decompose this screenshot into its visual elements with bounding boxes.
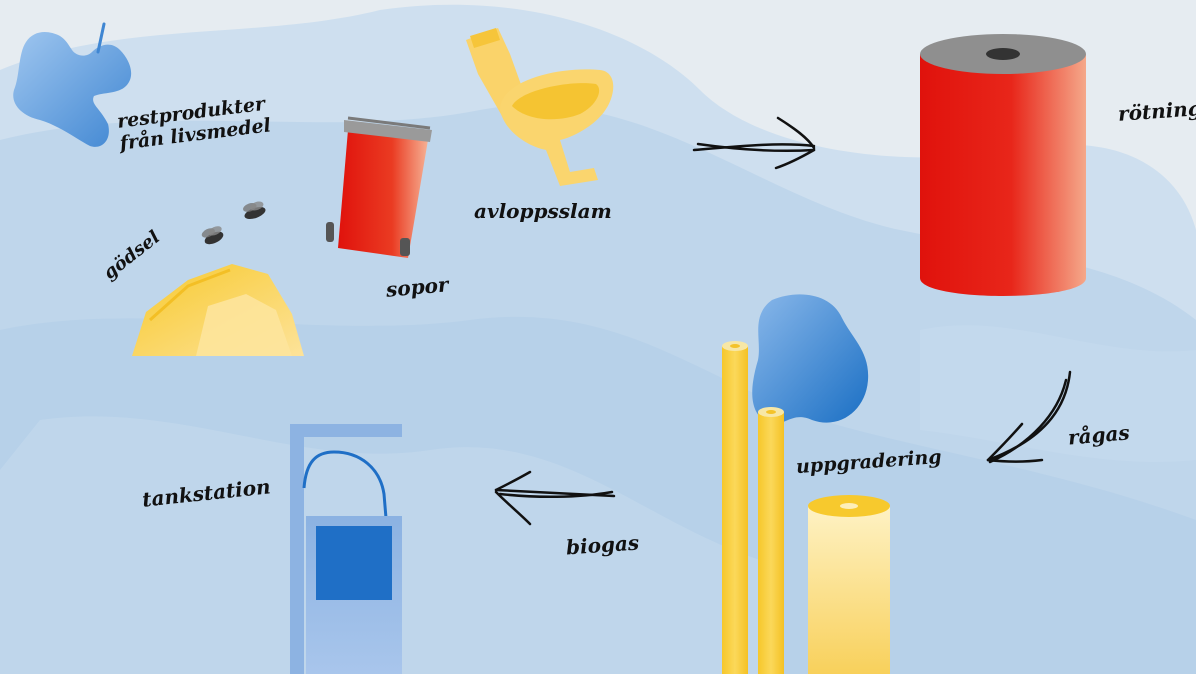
digester-tank-icon [920,34,1086,296]
label-sewage-sludge: avloppsslam [474,200,612,223]
